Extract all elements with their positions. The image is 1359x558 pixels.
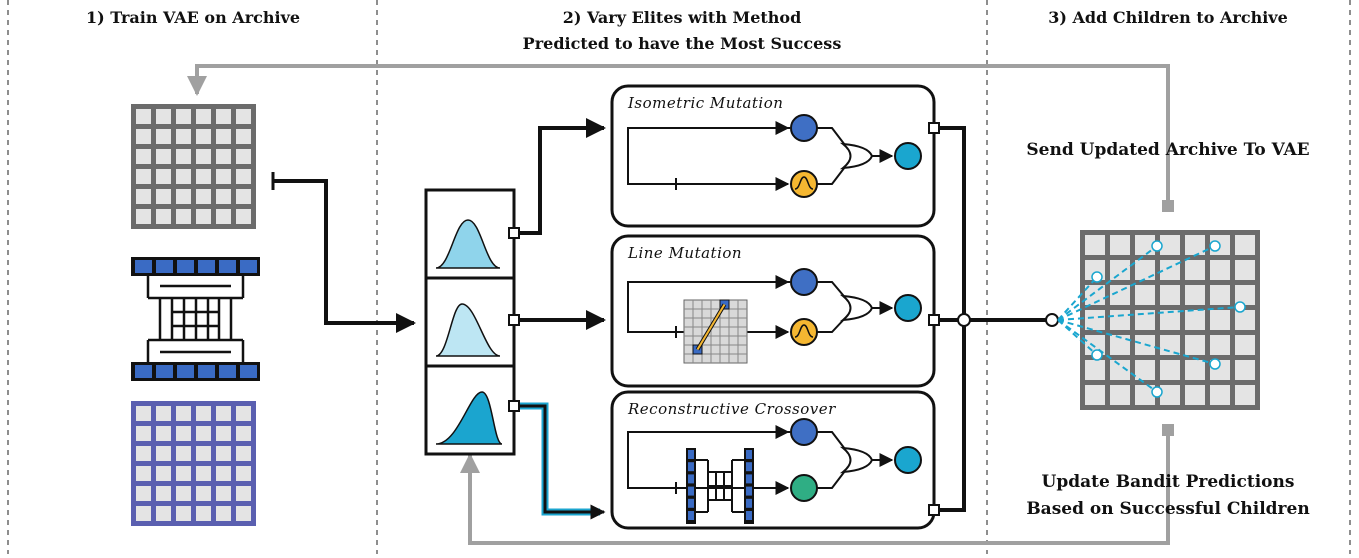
send-updated-archive-label: Send Updated Archive To VAE xyxy=(1026,140,1309,160)
section-title-train: 1) Train VAE on Archive xyxy=(86,8,300,27)
crossover-gate-icon xyxy=(839,142,874,170)
latent-node xyxy=(790,114,818,142)
arrow-to-crossover-outline xyxy=(514,402,600,516)
child-node xyxy=(894,446,922,474)
child-node xyxy=(894,142,922,170)
update-bandit-label-line1: Update Bandit Predictions xyxy=(1042,472,1295,492)
arrow-to-isometric xyxy=(514,118,606,235)
output-collector xyxy=(928,122,1059,516)
method-title-line: Line Mutation xyxy=(627,244,742,262)
feedback-arrow-to-bandit xyxy=(460,433,1170,545)
section-title-add: 3) Add Children to Archive xyxy=(1048,8,1288,27)
crossover-gate-icon xyxy=(839,294,874,322)
method-internals xyxy=(627,114,922,524)
gaussian-icon xyxy=(435,391,503,445)
decoded-archive-grid xyxy=(131,401,256,526)
vae-network-icon xyxy=(131,257,260,381)
archive-to-bandit-arrow xyxy=(273,179,416,333)
arrow-to-crossover xyxy=(514,404,606,520)
bandit-distributions xyxy=(424,188,516,456)
section-title-vary-line2: Predicted to have the Most Success xyxy=(523,34,842,53)
feedback-arrow-to-vae xyxy=(187,64,1170,195)
child-node xyxy=(894,294,922,322)
method-box-isometric: Isometric Mutation xyxy=(610,84,936,228)
gaussian-icon xyxy=(435,219,501,269)
updated-archive-grid xyxy=(1057,230,1260,410)
crossover-gate-icon xyxy=(839,446,874,474)
archive-grid xyxy=(131,104,256,229)
method-title-crossover: Reconstructive Crossover xyxy=(627,400,836,418)
method-box-line: Line Mutation xyxy=(610,234,936,388)
gaussian-icon xyxy=(435,303,501,357)
method-title-isometric: Isometric Mutation xyxy=(627,94,783,112)
latent-node xyxy=(790,268,818,296)
latent-node xyxy=(790,418,818,446)
section-title-vary-line1: 2) Vary Elites with Method xyxy=(563,8,802,27)
update-bandit-label-line2: Based on Successful Children xyxy=(1026,499,1309,519)
